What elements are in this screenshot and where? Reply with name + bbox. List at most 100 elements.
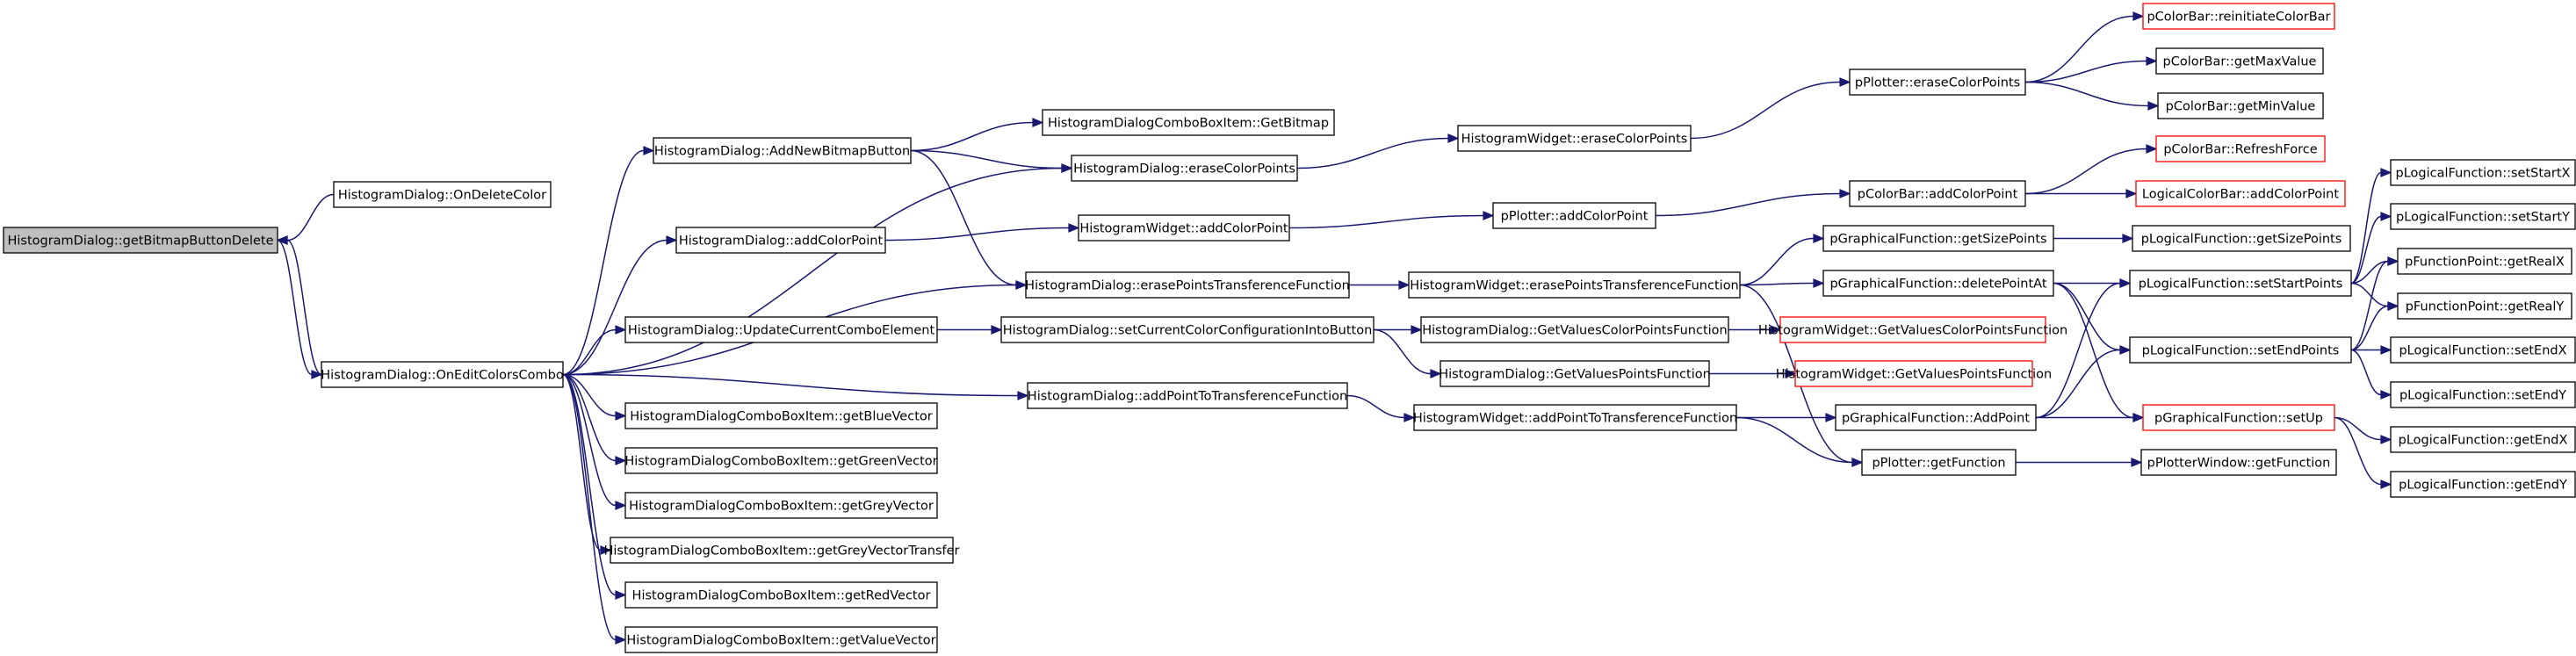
edge-arrowhead (1411, 325, 1423, 335)
node-p-logical-function-get-end-y[interactable]: pLogicalFunction::getEndY (2390, 471, 2576, 498)
node-p-color-bar-reinitiate-color-bar[interactable]: pColorBar::reinitiateColorBar (2142, 3, 2335, 30)
node-p-color-bar-get-min-value[interactable]: pColorBar::getMinValue (2157, 92, 2324, 119)
edge-arrowhead (2146, 144, 2158, 154)
node-histogram-dialog-get-values-color-points-function[interactable]: HistogramDialog::GetValuesColorPointsFun… (1420, 316, 1729, 343)
edge-line (2350, 171, 2382, 285)
edge-arrowhead (2125, 189, 2138, 198)
node-p-graphical-function-set-up[interactable]: pGraphicalFunction::setUp (2142, 404, 2335, 431)
node-histogram-dialog-combo-box-item-get-grey-vector-transfer[interactable]: HistogramDialogComboBoxItem::getGreyVect… (603, 537, 960, 564)
node-box (2132, 225, 2351, 252)
node-p-logical-function-get-end-x[interactable]: pLogicalFunction::getEndX (2390, 426, 2576, 453)
edge-arrowhead (1017, 391, 1029, 400)
edge-arrowhead (615, 411, 627, 421)
edge-line (562, 167, 1063, 376)
node-p-logical-function-set-start-x[interactable]: pLogicalFunction::setStartX (2390, 159, 2576, 186)
node-label: HistogramDialog::GetValuesPointsFunction (1439, 368, 1711, 382)
node-histogram-widget-get-values-color-points-function[interactable]: HistogramWidget::GetValuesColorPointsFun… (1758, 316, 2067, 343)
node-histogram-dialog-combo-box-item-get-bitmap[interactable]: HistogramDialogComboBoxItem::GetBitmap (1042, 109, 1335, 136)
edge-histogram-dialog-add-new-bitmap-button-to-histogram-dialog-erase-points-transference-function (910, 149, 1028, 290)
node-histogram-dialog-get-bitmap-button-delete[interactable]: HistogramDialog::getBitmapButtonDelete (3, 227, 278, 254)
node-histogram-dialog-add-point-to-transference-function[interactable]: HistogramDialog::addPointToTransferenceF… (1027, 382, 1348, 409)
node-histogram-dialog-get-values-points-function[interactable]: HistogramDialog::GetValuesPointsFunction (1439, 360, 1711, 387)
node-box (1822, 270, 2054, 297)
node-p-logical-function-set-end-points[interactable]: pLogicalFunction::setEndPoints (2129, 336, 2352, 364)
node-histogram-dialog-combo-box-item-get-value-vector[interactable]: HistogramDialogComboBoxItem::getValueVec… (624, 626, 938, 653)
node-box (1025, 271, 1350, 299)
node-histogram-dialog-update-current-combo-element[interactable]: HistogramDialog::UpdateCurrentComboEleme… (624, 316, 938, 343)
edge-arrowhead (1813, 278, 1825, 288)
node-p-graphical-function-add-point[interactable]: pGraphicalFunction::AddPoint (1835, 404, 2037, 431)
node-box (2157, 92, 2324, 119)
edge-line (2350, 349, 2382, 396)
node-histogram-dialog-add-new-bitmap-button[interactable]: HistogramDialog::AddNewBitmapButton (653, 137, 912, 164)
node-histogram-dialog-combo-box-item-get-green-vector[interactable]: HistogramDialogComboBoxItem::getGreenVec… (624, 447, 938, 474)
edge-histogram-dialog-add-new-bitmap-button-to-histogram-dialog-combo-box-item-get-bitmap (910, 118, 1044, 152)
node-p-plotter-erase-color-points[interactable]: pPlotter::eraseColorPoints (1849, 68, 2026, 96)
node-p-logical-function-set-start-points[interactable]: pLogicalFunction::setStartPoints (2129, 270, 2352, 297)
edge-line (2350, 260, 2389, 351)
node-box (1861, 449, 2017, 476)
node-label: HistogramWidget::addPointToTransferenceF… (1413, 412, 1737, 426)
node-label: pFunctionPoint::getRealY (2406, 300, 2565, 314)
edge-histogram-dialog-update-current-combo-element-to-histogram-dialog-set-current-color-configuration-into-button (937, 325, 1003, 335)
edge-line (2350, 215, 2382, 285)
edge-arrowhead (2131, 458, 2143, 467)
edge-line (2334, 416, 2382, 486)
node-histogram-dialog-combo-box-item-get-red-vector[interactable]: HistogramDialogComboBoxItem::getRedVecto… (624, 581, 938, 609)
node-box (1835, 404, 2037, 431)
node-histogram-widget-add-point-to-transference-function[interactable]: HistogramWidget::addPointToTransferenceF… (1413, 404, 1737, 431)
node-box (1822, 225, 2054, 252)
node-label: HistogramDialogComboBoxItem::getGreyVect… (603, 544, 959, 559)
node-label: pLogicalFunction::getEndX (2399, 434, 2568, 448)
node-logical-color-bar-add-color-point[interactable]: LogicalColorBar::addColorPoint (2135, 180, 2346, 207)
edge-histogram-dialog-get-values-points-function-to-histogram-widget-get-values-points-function (1709, 369, 1797, 378)
edge-histogram-dialog-add-color-point-to-histogram-widget-add-color-point (884, 223, 1080, 241)
edge-p-plotter-erase-color-points-to-p-color-bar-reinitiate-color-bar (2024, 11, 2145, 83)
edge-line (1288, 214, 1484, 229)
node-histogram-dialog-on-edit-colors-combo[interactable]: HistogramDialog::OnEditColorsCombo (321, 361, 564, 388)
edge-arrowhead (2380, 345, 2392, 355)
node-histogram-dialog-combo-box-item-get-blue-vector[interactable]: HistogramDialogComboBoxItem::getBlueVect… (624, 402, 938, 429)
edge-arrowhead (1447, 133, 1460, 143)
edge-arrowhead (615, 456, 627, 465)
node-p-function-point-get-real-y[interactable]: pFunctionPoint::getRealY (2397, 292, 2572, 320)
node-histogram-widget-get-values-points-function[interactable]: HistogramWidget::GetValuesPointsFunction (1776, 360, 2053, 387)
node-p-graphical-function-get-size-points[interactable]: pGraphicalFunction::getSizePoints (1822, 225, 2054, 252)
node-histogram-widget-add-color-point[interactable]: HistogramWidget::addColorPoint (1078, 214, 1290, 241)
edge-line (2350, 260, 2389, 285)
node-p-graphical-function-delete-point-at[interactable]: pGraphicalFunction::deletePointAt (1822, 270, 2054, 297)
node-p-logical-function-set-end-x[interactable]: pLogicalFunction::setEndX (2390, 336, 2576, 364)
edge-histogram-dialog-on-edit-colors-combo-to-histogram-dialog-combo-box-item-get-red-vector (562, 373, 627, 600)
node-p-plotter-add-color-point[interactable]: pPlotter::addColorPoint (1492, 202, 1656, 229)
node-histogram-dialog-erase-points-transference-function[interactable]: HistogramDialog::erasePointsTransference… (1025, 271, 1350, 299)
node-histogram-widget-erase-points-transference-function[interactable]: HistogramWidget::erasePointsTransference… (1408, 271, 1741, 299)
edge-p-logical-function-set-end-points-to-p-logical-function-set-end-x (2350, 345, 2392, 355)
node-histogram-dialog-set-current-color-configuration-into-button[interactable]: HistogramDialog::setCurrentColorConfigur… (1000, 316, 1375, 343)
node-p-logical-function-get-size-points[interactable]: pLogicalFunction::getSizePoints (2132, 225, 2351, 252)
node-p-plotter-window-get-function[interactable]: pPlotterWindow::getFunction (2140, 449, 2337, 476)
node-label: HistogramDialog::addPointToTransferenceF… (1028, 390, 1347, 404)
node-box (1849, 180, 2026, 207)
node-histogram-dialog-combo-box-item-get-grey-vector[interactable]: HistogramDialogComboBoxItem::getGreyVect… (624, 492, 938, 519)
node-label: HistogramDialogComboBoxItem::getGreyVect… (629, 500, 934, 514)
edge-line (562, 373, 617, 641)
node-histogram-dialog-erase-color-points[interactable]: HistogramDialog::eraseColorPoints (1071, 155, 1298, 182)
node-p-color-bar-refresh-force[interactable]: pColorBar::RefreshForce (2155, 135, 2326, 162)
node-p-plotter-get-function[interactable]: pPlotter::getFunction (1861, 449, 2017, 476)
edge-arrowhead (1403, 413, 1416, 422)
node-label: pGraphicalFunction::getSizePoints (1829, 233, 2046, 247)
node-histogram-dialog-add-color-point[interactable]: HistogramDialog::addColorPoint (675, 227, 886, 254)
node-p-logical-function-set-end-y[interactable]: pLogicalFunction::setEndY (2390, 381, 2576, 408)
node-box (2390, 159, 2576, 186)
edge-p-logical-function-set-start-points-to-p-logical-function-set-start-x (2350, 168, 2392, 285)
node-p-color-bar-add-color-point[interactable]: pColorBar::addColorPoint (1849, 180, 2026, 207)
node-histogram-dialog-on-delete-color[interactable]: HistogramDialog::OnDeleteColor (333, 181, 552, 208)
node-p-function-point-get-real-x[interactable]: pFunctionPoint::getRealX (2397, 248, 2572, 275)
node-p-logical-function-set-start-y[interactable]: pLogicalFunction::setStartY (2390, 203, 2576, 230)
node-p-color-bar-get-max-value[interactable]: pColorBar::getMaxValue (2155, 47, 2324, 75)
node-label: pColorBar::getMinValue (2166, 100, 2316, 114)
edge-line (910, 149, 1017, 286)
node-label: HistogramDialog::AddNewBitmapButton (654, 145, 910, 159)
node-histogram-widget-erase-color-points[interactable]: HistogramWidget::eraseColorPoints (1457, 125, 1692, 152)
edge-histogram-dialog-on-edit-colors-combo-to-histogram-dialog-get-bitmap-button-delete (276, 235, 322, 376)
